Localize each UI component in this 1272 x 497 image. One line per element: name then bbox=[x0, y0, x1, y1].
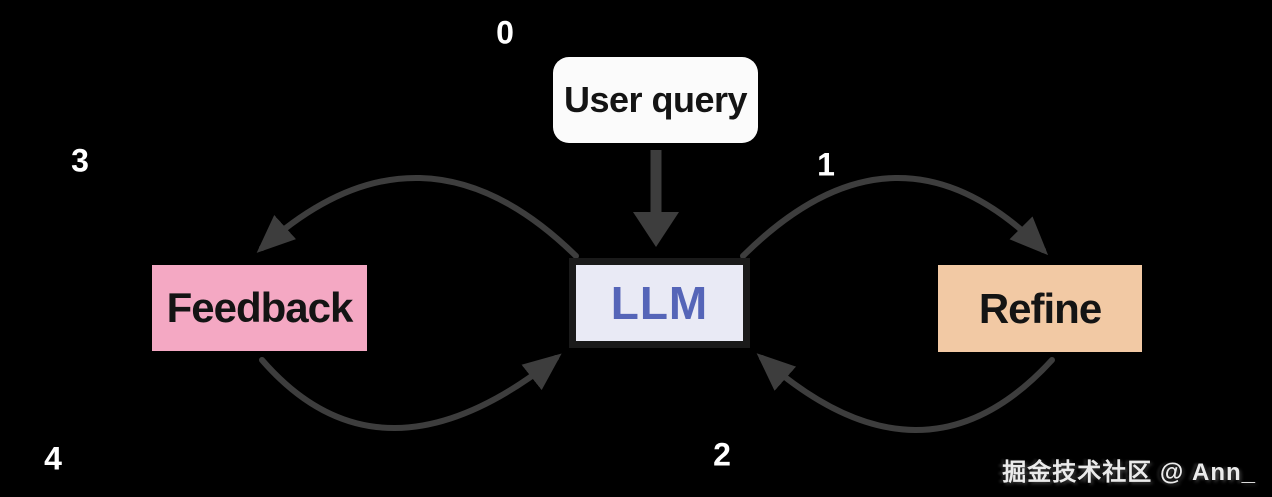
node-refine: Refine bbox=[938, 265, 1142, 352]
node-user-query: User query bbox=[553, 57, 758, 143]
node-refine-label: Refine bbox=[978, 284, 1102, 332]
watermark: 掘金技术社区 @ Ann_ bbox=[1002, 459, 1256, 486]
node-feedback: Feedback bbox=[152, 265, 367, 351]
node-llm: LLM bbox=[569, 258, 750, 348]
arrow-llm-to-feedback bbox=[256, 175, 579, 259]
arrow-refine-to-llm bbox=[756, 353, 1055, 433]
node-user-query-label: User query bbox=[563, 79, 748, 120]
step-label-0: 0 bbox=[496, 14, 514, 51]
node-feedback-label: Feedback bbox=[166, 284, 354, 331]
step-label-1: 1 bbox=[817, 146, 835, 183]
step-label-4: 4 bbox=[44, 440, 62, 477]
arrow-user-query-to-llm bbox=[633, 150, 679, 247]
node-llm-label: LLM bbox=[610, 277, 709, 329]
step-label-3: 3 bbox=[71, 142, 89, 179]
arrow-llm-to-refine bbox=[740, 175, 1049, 259]
arrow-feedback-to-llm bbox=[259, 353, 562, 431]
step-label-2: 2 bbox=[713, 436, 731, 473]
